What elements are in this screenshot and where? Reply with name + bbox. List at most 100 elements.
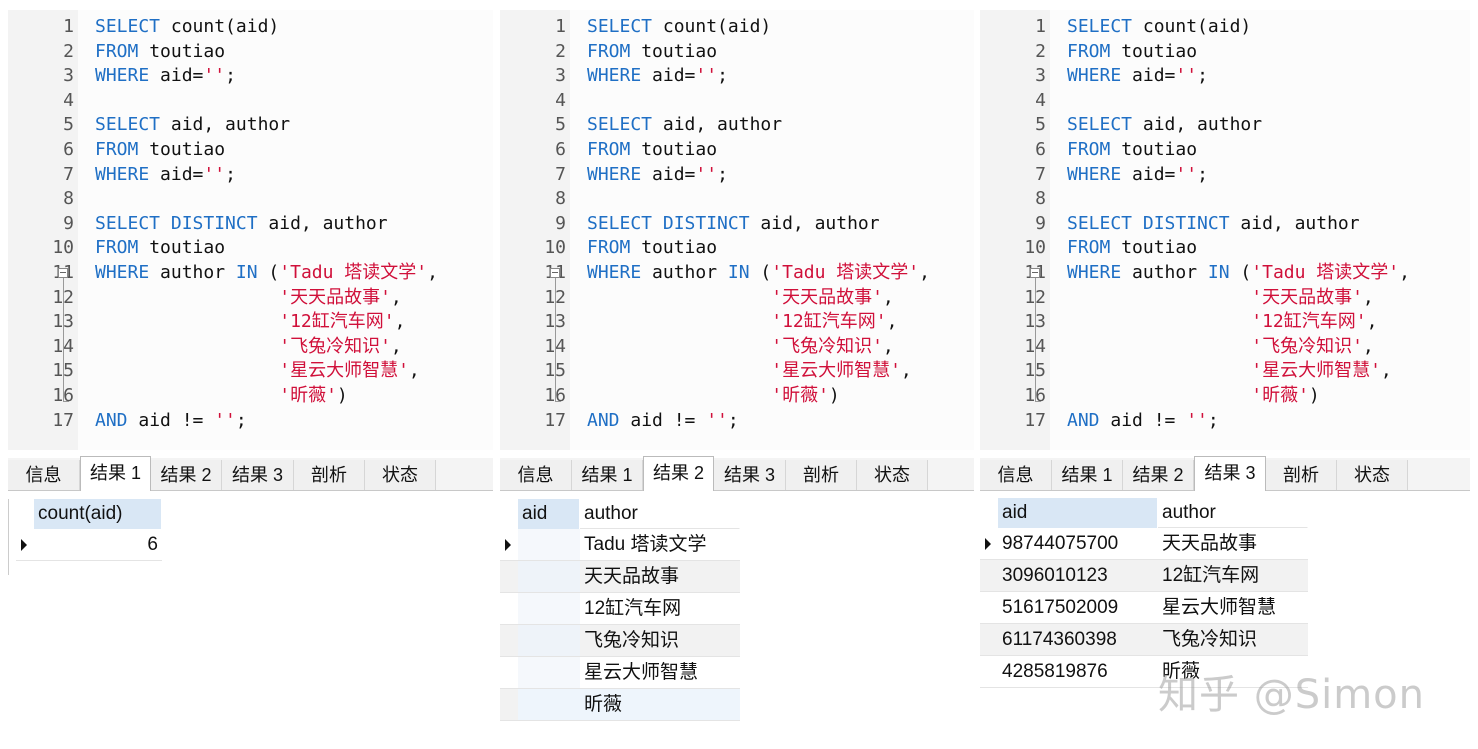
row-indicator[interactable] [500, 593, 518, 625]
tab-info[interactable]: 信息 [8, 460, 80, 490]
fold-toggle-icon[interactable] [550, 268, 560, 278]
tab-result-1[interactable]: 结果 1 [1052, 460, 1123, 490]
tab-info[interactable]: 信息 [500, 460, 572, 490]
fold-toggle-icon[interactable] [1030, 268, 1040, 278]
tab-info[interactable]: 信息 [980, 460, 1052, 490]
code-line: 16 '昕薇') [8, 384, 493, 409]
current-row-arrow-icon [21, 539, 27, 551]
line-number: 6 [1035, 139, 1046, 160]
table-cell[interactable]: 12缸汽车网 [1158, 560, 1308, 592]
row-indicator[interactable] [500, 689, 518, 721]
column-header[interactable]: aid [518, 499, 580, 529]
row-indicator[interactable] [980, 624, 998, 656]
tab-status[interactable]: 状态 [1337, 460, 1408, 490]
line-number: 9 [1035, 212, 1046, 234]
table-cell[interactable] [518, 657, 580, 689]
sql-string: '飞兔冷知识' [279, 335, 391, 357]
code-line: 15 '星云大师智慧', [980, 359, 1470, 384]
tab-result-2[interactable]: 结果 2 [1123, 460, 1194, 490]
column-header[interactable]: count(aid) [34, 499, 162, 529]
table-cell[interactable]: 6 [34, 529, 162, 561]
row-indicator[interactable] [980, 528, 998, 560]
line-number: 12 [1024, 286, 1046, 308]
sql-text: ; [717, 163, 728, 185]
code-line: 13 '12缸汽车网', [8, 310, 493, 335]
table-cell[interactable]: 3096010123 [998, 560, 1158, 592]
line-number: 10 [544, 237, 566, 259]
table-cell[interactable]: 4285819876 [998, 656, 1158, 688]
table-cell[interactable] [518, 529, 580, 561]
code-text: SELECT aid, author [587, 113, 782, 138]
sql-text [95, 336, 279, 357]
table-cell[interactable] [518, 561, 580, 593]
tab-status[interactable]: 状态 [857, 460, 928, 490]
code-text: SELECT count(aid) [587, 15, 771, 40]
row-indicator[interactable] [16, 529, 34, 561]
row-indicator[interactable] [980, 592, 998, 624]
fold-guide [555, 278, 556, 401]
row-indicator[interactable] [500, 657, 518, 689]
code-line: 16 '昕薇') [500, 384, 974, 409]
sql-text: ; [225, 163, 236, 185]
table-cell[interactable] [518, 625, 580, 657]
fold-guide-end [63, 401, 69, 402]
sql-text: , [900, 360, 912, 382]
tab-result-3[interactable]: 结果 3 [1194, 456, 1266, 491]
table-cell[interactable]: 昕薇 [1158, 656, 1308, 688]
table-cell[interactable]: 飞兔冷知识 [580, 625, 740, 657]
tab-result-2[interactable]: 结果 2 [151, 460, 222, 490]
table-cell[interactable]: 天天品故事 [580, 561, 740, 593]
table-cell[interactable]: 星云大师智慧 [580, 657, 740, 689]
sql-text: aid, author [652, 114, 783, 136]
sql-text: ; [1197, 65, 1208, 87]
code-text: '昕薇') [587, 384, 840, 409]
row-indicator[interactable] [500, 529, 518, 561]
column-header[interactable]: author [580, 499, 740, 529]
table-cell[interactable]: 昕薇 [580, 689, 740, 721]
code-text: FROM toutiao [1067, 40, 1197, 65]
sql-text [95, 287, 279, 308]
table-cell[interactable] [518, 689, 580, 721]
table-cell[interactable]: 51617502009 [998, 592, 1158, 624]
tab-profile[interactable]: 剖析 [786, 460, 857, 490]
line-number: 10 [52, 237, 74, 259]
sql-text: toutiao [630, 40, 718, 62]
sql-text: aid != [619, 409, 707, 431]
table-cell[interactable]: 天天品故事 [1158, 528, 1308, 560]
table-cell[interactable]: 星云大师智慧 [1158, 592, 1308, 624]
table-cell[interactable] [518, 593, 580, 625]
sql-keyword: WHERE [1067, 163, 1122, 185]
row-indicator[interactable] [980, 656, 998, 688]
tab-result-1[interactable]: 结果 1 [80, 456, 151, 491]
tab-status[interactable]: 状态 [365, 460, 436, 490]
column-header[interactable]: author [1158, 498, 1308, 528]
tab-result-3[interactable]: 结果 3 [222, 460, 294, 490]
line-number: 16 [544, 385, 566, 406]
line-number: 13 [544, 311, 566, 333]
tab-result-1[interactable]: 结果 1 [572, 460, 643, 490]
table-cell[interactable]: Tadu 塔读文学 [580, 529, 740, 561]
table-cell[interactable]: 98744075700 [998, 528, 1158, 560]
column-header[interactable]: aid [998, 498, 1158, 528]
line-number: 5 [63, 114, 74, 136]
tab-profile[interactable]: 剖析 [294, 460, 365, 490]
fold-toggle-icon[interactable] [58, 268, 68, 278]
table-cell[interactable]: 12缸汽车网 [580, 593, 740, 625]
table-cell[interactable]: 飞兔冷知识 [1158, 624, 1308, 656]
row-indicator[interactable] [500, 561, 518, 593]
table-cell[interactable]: 61174360398 [998, 624, 1158, 656]
code-text: '天天品故事', [587, 286, 894, 311]
line-gutter [980, 10, 1050, 450]
tab-profile[interactable]: 剖析 [1266, 460, 1337, 490]
tab-result-2[interactable]: 结果 2 [643, 456, 714, 491]
tab-result-3[interactable]: 结果 3 [714, 460, 786, 490]
row-indicator[interactable] [500, 625, 518, 657]
row-indicator[interactable] [980, 560, 998, 592]
sql-string: '' [1186, 409, 1208, 431]
